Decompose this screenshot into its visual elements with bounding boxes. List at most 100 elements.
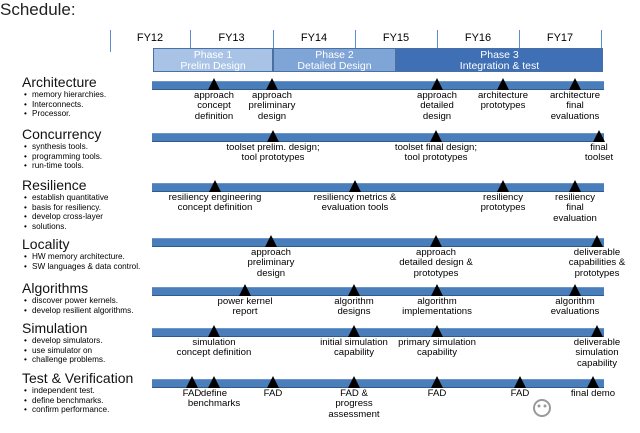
milestone-label-line: benchmarks bbox=[187, 398, 241, 410]
milestone-label: resiliency metrics &evaluation tools bbox=[300, 192, 410, 214]
milestone-marker bbox=[348, 284, 360, 296]
milestone-label-line: final bbox=[566, 202, 584, 214]
milestone-label-line: prototypes bbox=[413, 267, 459, 279]
timeline-bar bbox=[152, 183, 604, 192]
milestone-label-line: resiliency metrics & bbox=[313, 192, 397, 203]
milestone-label: FAD bbox=[465, 388, 575, 399]
fy-label: FY17 bbox=[546, 32, 574, 44]
milestone-marker bbox=[431, 325, 443, 337]
bullet-item: solutions. bbox=[24, 222, 108, 232]
phase-subtitle: Integration & test bbox=[459, 60, 540, 72]
milestone-label: toolset final design;tool prototypes bbox=[381, 142, 491, 164]
milestone-marker bbox=[208, 325, 220, 337]
milestone-label-line: architecture bbox=[549, 90, 601, 101]
bullet-item: develop resilient algorithms. bbox=[24, 306, 133, 316]
milestone-label-line: assessment bbox=[328, 408, 380, 420]
milestone-label-line: approach bbox=[415, 247, 456, 258]
category-title: Concurrency bbox=[22, 126, 102, 142]
bullet-item: develop simulators. bbox=[24, 336, 105, 346]
milestone-label-line: tool prototypes bbox=[241, 152, 305, 164]
fy-divider bbox=[437, 30, 438, 52]
milestone-label-line: FAD & bbox=[340, 388, 368, 399]
milestone-label-line: FAD bbox=[263, 388, 283, 399]
milestone-label-line: design bbox=[422, 110, 452, 122]
fy-label: FY12 bbox=[136, 32, 164, 44]
milestone-label-line: detailed design & bbox=[399, 257, 473, 269]
timeline-bar bbox=[152, 133, 604, 142]
milestone-marker bbox=[267, 376, 279, 388]
fy-divider bbox=[519, 30, 520, 52]
milestone-label-line: concept definition bbox=[176, 347, 252, 359]
milestone-marker bbox=[208, 376, 220, 388]
milestone-label-line: capability bbox=[417, 347, 457, 359]
bullet-item: develop cross-layer bbox=[24, 212, 108, 222]
milestone-label-line: approach bbox=[416, 90, 457, 101]
milestone-marker bbox=[349, 180, 361, 192]
schedule-title: Schedule: bbox=[0, 0, 76, 19]
phase-subtitle: Prelim Design bbox=[180, 60, 246, 72]
category-title: Test & Verification bbox=[22, 370, 134, 386]
timeline-bar bbox=[152, 81, 604, 90]
bullet-item: discover power kernels. bbox=[24, 296, 133, 306]
milestone-label-line: implementations bbox=[402, 306, 472, 318]
bullet-item: Processor. bbox=[24, 109, 106, 119]
phase-name: Phase 3 bbox=[480, 49, 519, 61]
milestone-marker bbox=[569, 78, 581, 90]
milestone-label-line: simulation bbox=[575, 347, 619, 359]
fy-label: FY15 bbox=[382, 32, 410, 44]
fy-label: FY14 bbox=[300, 32, 328, 44]
milestone-label-line: deliverable bbox=[573, 337, 621, 348]
milestone-label-line: primary simulation bbox=[398, 337, 476, 348]
milestone-label-line: prototypes bbox=[480, 202, 526, 214]
bullet-item: Interconnects. bbox=[24, 100, 106, 110]
bullet-item: independent test. bbox=[24, 386, 109, 396]
timeline-bar bbox=[152, 379, 604, 388]
milestone-label-line: algorithm bbox=[334, 296, 374, 307]
fy-label: FY16 bbox=[464, 32, 492, 44]
milestone-label-line: evaluation tools bbox=[321, 202, 389, 214]
milestone-marker bbox=[591, 235, 603, 247]
milestone-label-line: capability bbox=[334, 347, 374, 359]
bullet-item: confirm performance. bbox=[24, 405, 109, 415]
milestone-label-line: tool prototypes bbox=[404, 152, 468, 164]
bullet-item: define benchmarks. bbox=[24, 396, 109, 406]
bullet-item: establish quantitative bbox=[24, 193, 108, 203]
watermark-logo bbox=[530, 388, 630, 428]
milestone-label-line: approach bbox=[193, 90, 234, 101]
milestone-label-line: resiliency bbox=[555, 192, 595, 203]
milestone-marker bbox=[497, 78, 509, 90]
milestone-marker bbox=[208, 78, 220, 90]
bullet-item: run-time tools. bbox=[24, 161, 102, 171]
milestone-label: toolset prelim. design;tool prototypes bbox=[218, 142, 328, 164]
milestone-marker bbox=[569, 180, 581, 192]
milestone-label-line: evaluations bbox=[550, 110, 600, 122]
milestone-label-line: capability bbox=[577, 357, 617, 369]
milestone-marker bbox=[430, 130, 442, 142]
milestone-marker bbox=[431, 284, 443, 296]
category-title: Resilience bbox=[22, 177, 87, 193]
milestone-label: FAD bbox=[382, 388, 492, 399]
category-bullets: synthesis tools.programming tools.run-ti… bbox=[24, 142, 102, 171]
milestone-marker bbox=[593, 130, 605, 142]
milestone-label-line: resiliency bbox=[483, 192, 523, 203]
category-bullets: discover power kernels.develop resilient… bbox=[24, 296, 133, 315]
bullet-item: programming tools. bbox=[24, 152, 102, 162]
milestone-label-line: architecture bbox=[477, 90, 529, 101]
category-title: Locality bbox=[22, 236, 70, 252]
milestone-label-line: toolset bbox=[584, 152, 614, 164]
category-bullets: memory hierarchies.Interconnects.Process… bbox=[24, 90, 106, 119]
milestone-label-line: preliminary bbox=[247, 257, 295, 269]
